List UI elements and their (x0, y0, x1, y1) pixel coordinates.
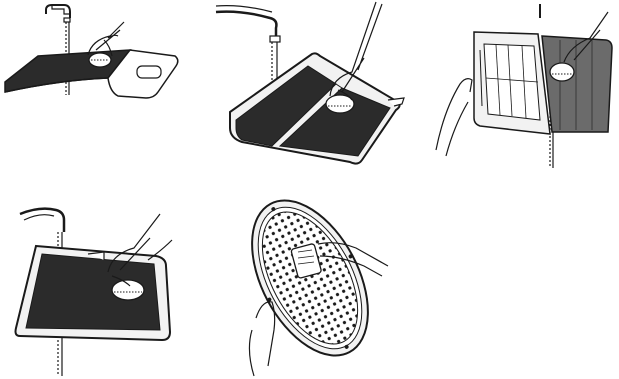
filter-under-tap-icon (0, 0, 200, 110)
illustration-panel-3 (430, 0, 619, 170)
frame-filter-under-tap-icon (0, 190, 200, 379)
filter-in-frame-under-tap-icon (212, 0, 422, 170)
illustration-panel-2 (212, 0, 422, 170)
illustration-panel-5 (232, 190, 402, 379)
illustration-panel-1 (0, 0, 200, 110)
pleated-filter-cleaning-icon (430, 0, 619, 170)
illustration-panel-4 (0, 190, 200, 379)
perforated-filter-brush-icon (232, 190, 402, 379)
